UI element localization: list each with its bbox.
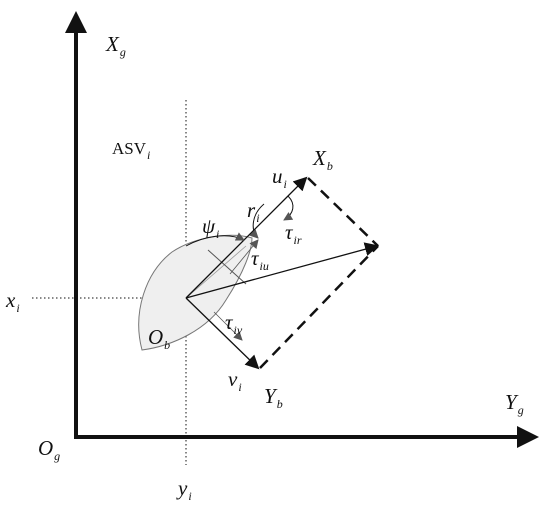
heading-angle-arc [185,232,245,247]
velocity-resultant-arrow [185,242,379,299]
body-x-axis-arrow [185,176,308,299]
position-x-label: xi [6,288,20,315]
yaw-torque-label: τir [285,220,302,247]
sway-velocity-label: vi [228,367,242,394]
hull-cross-line [207,249,247,285]
sway-force-arrow [213,311,243,341]
surge-force-arrow [229,239,259,275]
body-origin-label: Ob [148,325,171,352]
position-y-label: yi [178,476,192,503]
hull-keel-line [185,245,247,299]
body-y-axis-label: Yb [264,384,283,411]
yaw-rate-arc [249,203,265,239]
body-y-axis-arrow [185,297,260,370]
global-y-axis-label: Yg [505,390,524,417]
surge-force-label: τiu [251,246,269,273]
heading-angle-label: ψi [202,214,220,241]
body-x-axis-label: Xb [313,146,333,173]
sway-force-label: τiv [225,310,243,337]
yaw-torque-arc [283,195,294,221]
global-origin-label: Og [38,436,61,463]
dashed-edge-bottom [259,245,379,369]
global-x-axis-label: Xg [106,32,126,59]
surge-velocity-label: ui [272,164,287,191]
vessel-name-label: ASVi [112,139,151,162]
dashed-edge-top [307,177,379,247]
yaw-rate-label: ri [247,198,260,225]
